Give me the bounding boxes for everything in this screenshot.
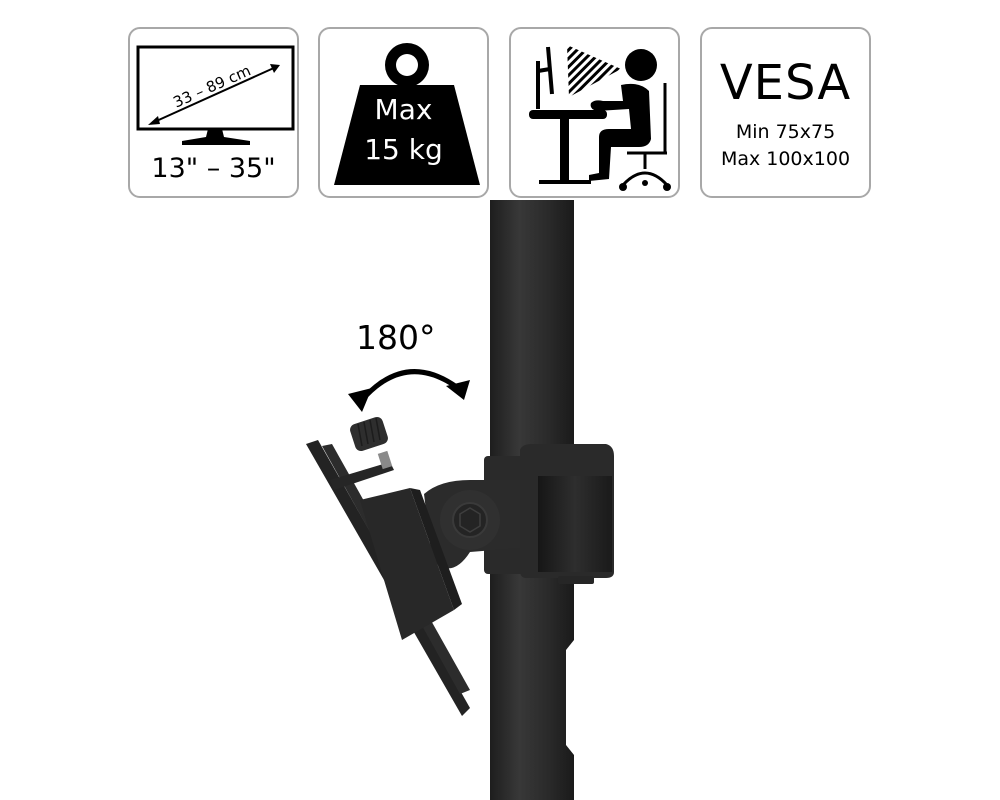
vesa-title: VESA [719,55,852,111]
vesa-max: Max 100x100 [720,148,851,170]
double-arrow-rotation-icon [348,369,470,412]
vesa-min: Min 75x75 [735,121,836,143]
weight-icon [334,43,480,185]
vesa-badge: VESA Min 75x75 Max 100x100 [700,27,871,198]
monitor-diagonal-icon: 33 – 89 cm [136,45,295,145]
screen-size-label: 13" – 35" [151,153,276,184]
screen-size-badge: 33 – 89 cm 13" – 35" [128,27,299,198]
rotation-label: 180° [356,318,436,357]
max-weight-line1: Max [374,93,433,126]
seated-user-at-desk-icon [529,45,671,191]
tilt-arm [424,480,520,569]
vesa-plate [306,416,470,716]
max-weight-line2: 15 kg [364,133,443,166]
ergonomics-badge [509,27,680,198]
max-weight-badge: Max 15 kg [318,27,489,198]
